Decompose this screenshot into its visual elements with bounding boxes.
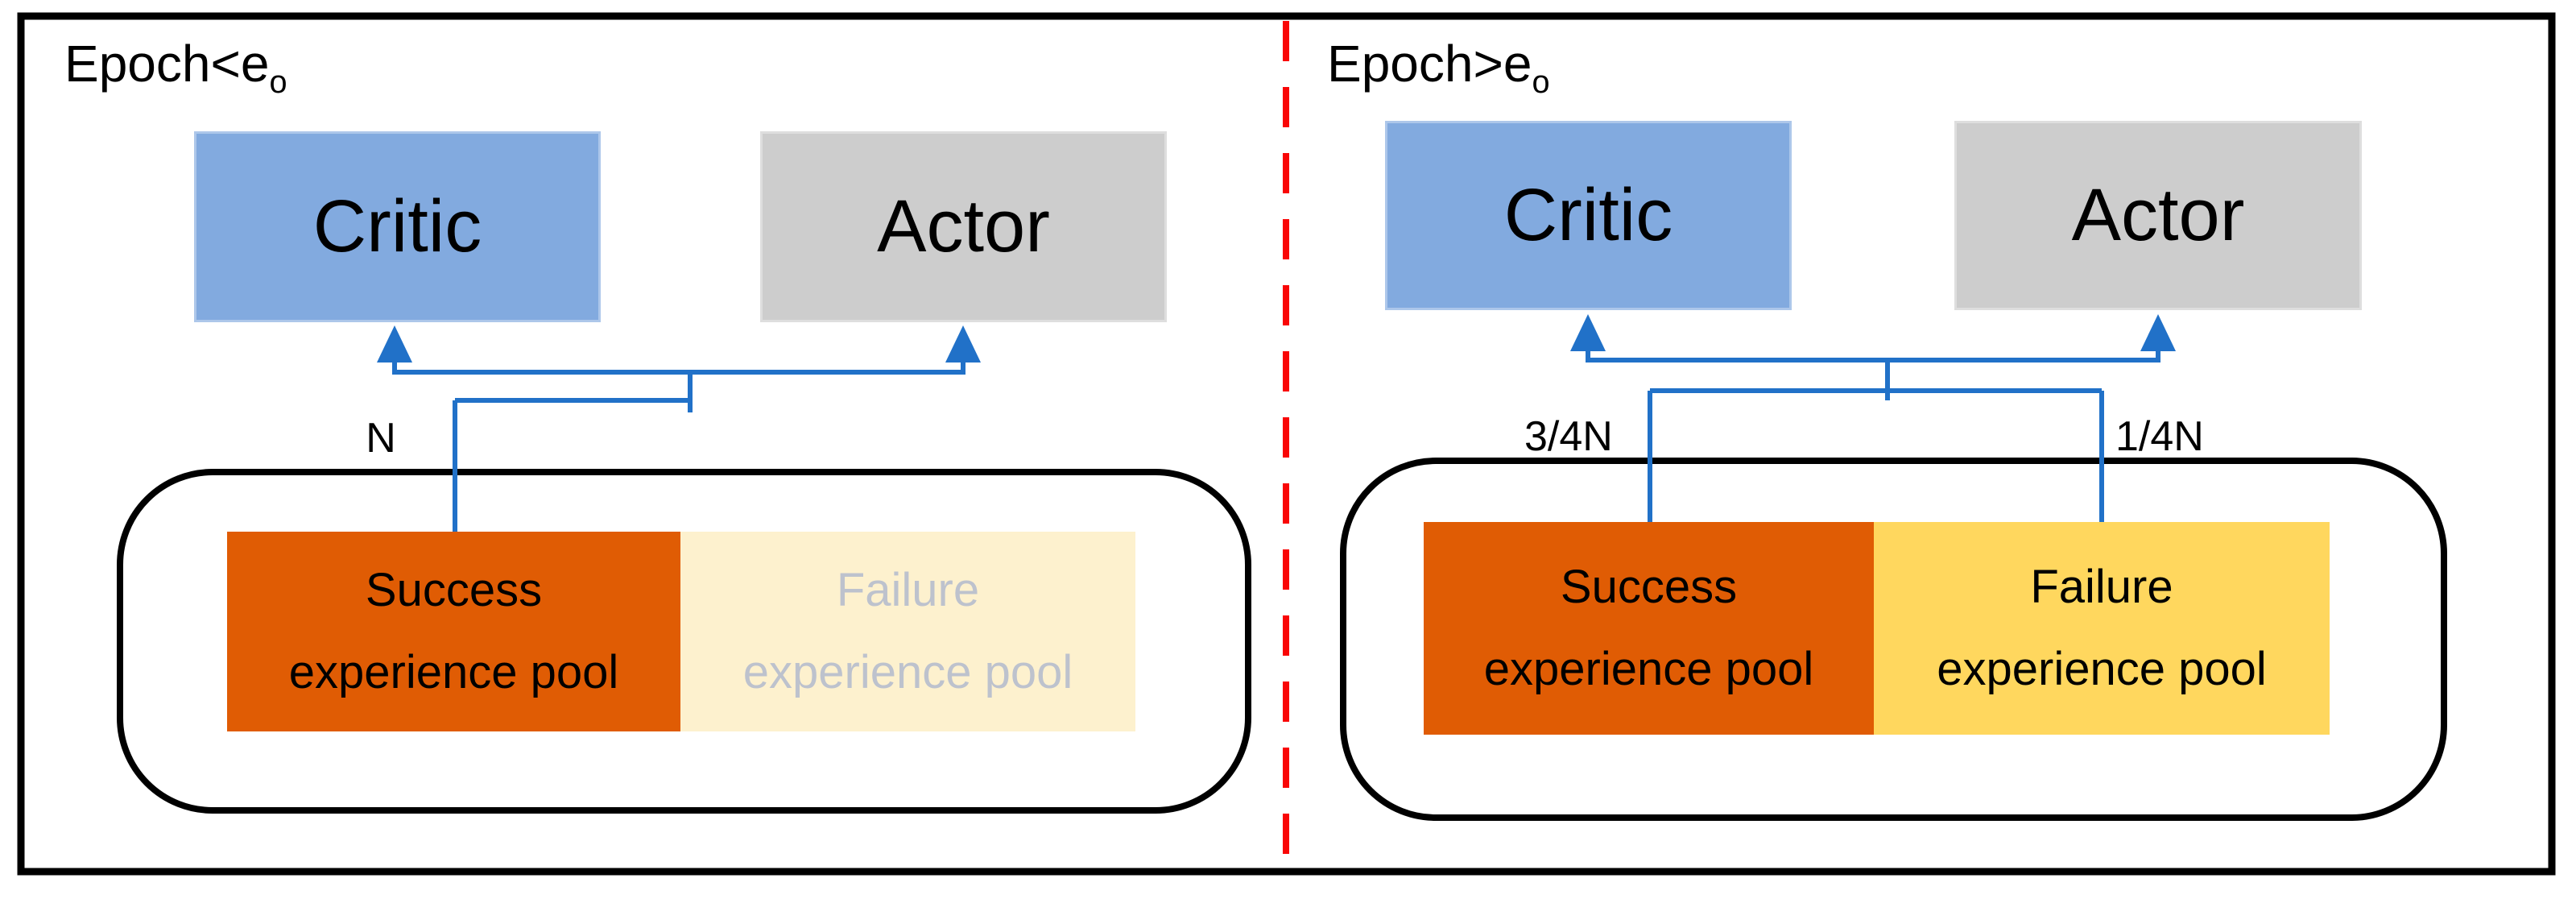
left-sample-count-label: N bbox=[366, 415, 396, 462]
right-success-sample-count-label: 3/4N bbox=[1524, 413, 1613, 460]
left-success-pool-line2: experience pool bbox=[288, 646, 619, 698]
left-panel: Epoch<eo Critic Actor N Success experien… bbox=[0, 0, 1286, 899]
arrow-to-actor-icon bbox=[945, 325, 981, 362]
right-panel-title: Epoch>eo bbox=[1327, 34, 1550, 98]
right-connector-arrowheads bbox=[1570, 314, 2176, 351]
right-actor-label: Actor bbox=[2071, 174, 2245, 256]
right-panel-title-text: Epoch>e bbox=[1327, 35, 1532, 93]
outer-frame bbox=[17, 12, 2556, 876]
left-success-pool-line1: Success bbox=[365, 564, 543, 616]
left-pool-container-outline bbox=[117, 469, 1251, 814]
right-failure-sample-count-label: 1/4N bbox=[2115, 413, 2204, 460]
left-connector-lines bbox=[392, 361, 965, 532]
left-actor-label: Actor bbox=[877, 185, 1050, 267]
right-connector-lines bbox=[1586, 349, 2160, 524]
left-critic-label: Critic bbox=[312, 185, 482, 267]
left-failure-pool-line2: experience pool bbox=[742, 646, 1073, 698]
right-critic-box: Critic bbox=[1385, 121, 1792, 310]
arrow-to-critic-icon bbox=[377, 325, 412, 362]
right-failure-pool-line1: Failure bbox=[2030, 561, 2173, 613]
left-failure-pool-line1: Failure bbox=[836, 564, 980, 616]
left-critic-box: Critic bbox=[194, 131, 601, 322]
right-pool-container-outline bbox=[1340, 458, 2447, 821]
left-failure-pool-box-faded: Failure experience pool bbox=[680, 532, 1135, 731]
right-success-pool-line1: Success bbox=[1560, 561, 1738, 613]
arrow-to-actor-icon bbox=[2140, 314, 2176, 351]
right-failure-pool-line2: experience pool bbox=[1937, 643, 2267, 695]
left-panel-title-text: Epoch<e bbox=[64, 35, 270, 93]
right-success-pool-box: Success experience pool bbox=[1424, 522, 1874, 735]
left-panel-title-subscript: o bbox=[269, 64, 287, 100]
left-actor-box: Actor bbox=[760, 131, 1167, 322]
right-actor-box: Actor bbox=[1954, 121, 2362, 310]
right-success-pool-line2: experience pool bbox=[1483, 643, 1814, 695]
left-panel-title: Epoch<eo bbox=[64, 34, 287, 98]
left-connector-arrowheads bbox=[377, 325, 981, 362]
right-critic-label: Critic bbox=[1503, 174, 1673, 256]
arrow-to-critic-icon bbox=[1570, 314, 1606, 351]
right-panel-title-subscript: o bbox=[1532, 64, 1550, 100]
right-failure-pool-box: Failure experience pool bbox=[1874, 522, 2330, 735]
left-success-pool-box: Success experience pool bbox=[227, 532, 680, 731]
right-panel: Epoch>eo Critic Actor 3/4N 1/4N Success … bbox=[1286, 0, 2576, 899]
